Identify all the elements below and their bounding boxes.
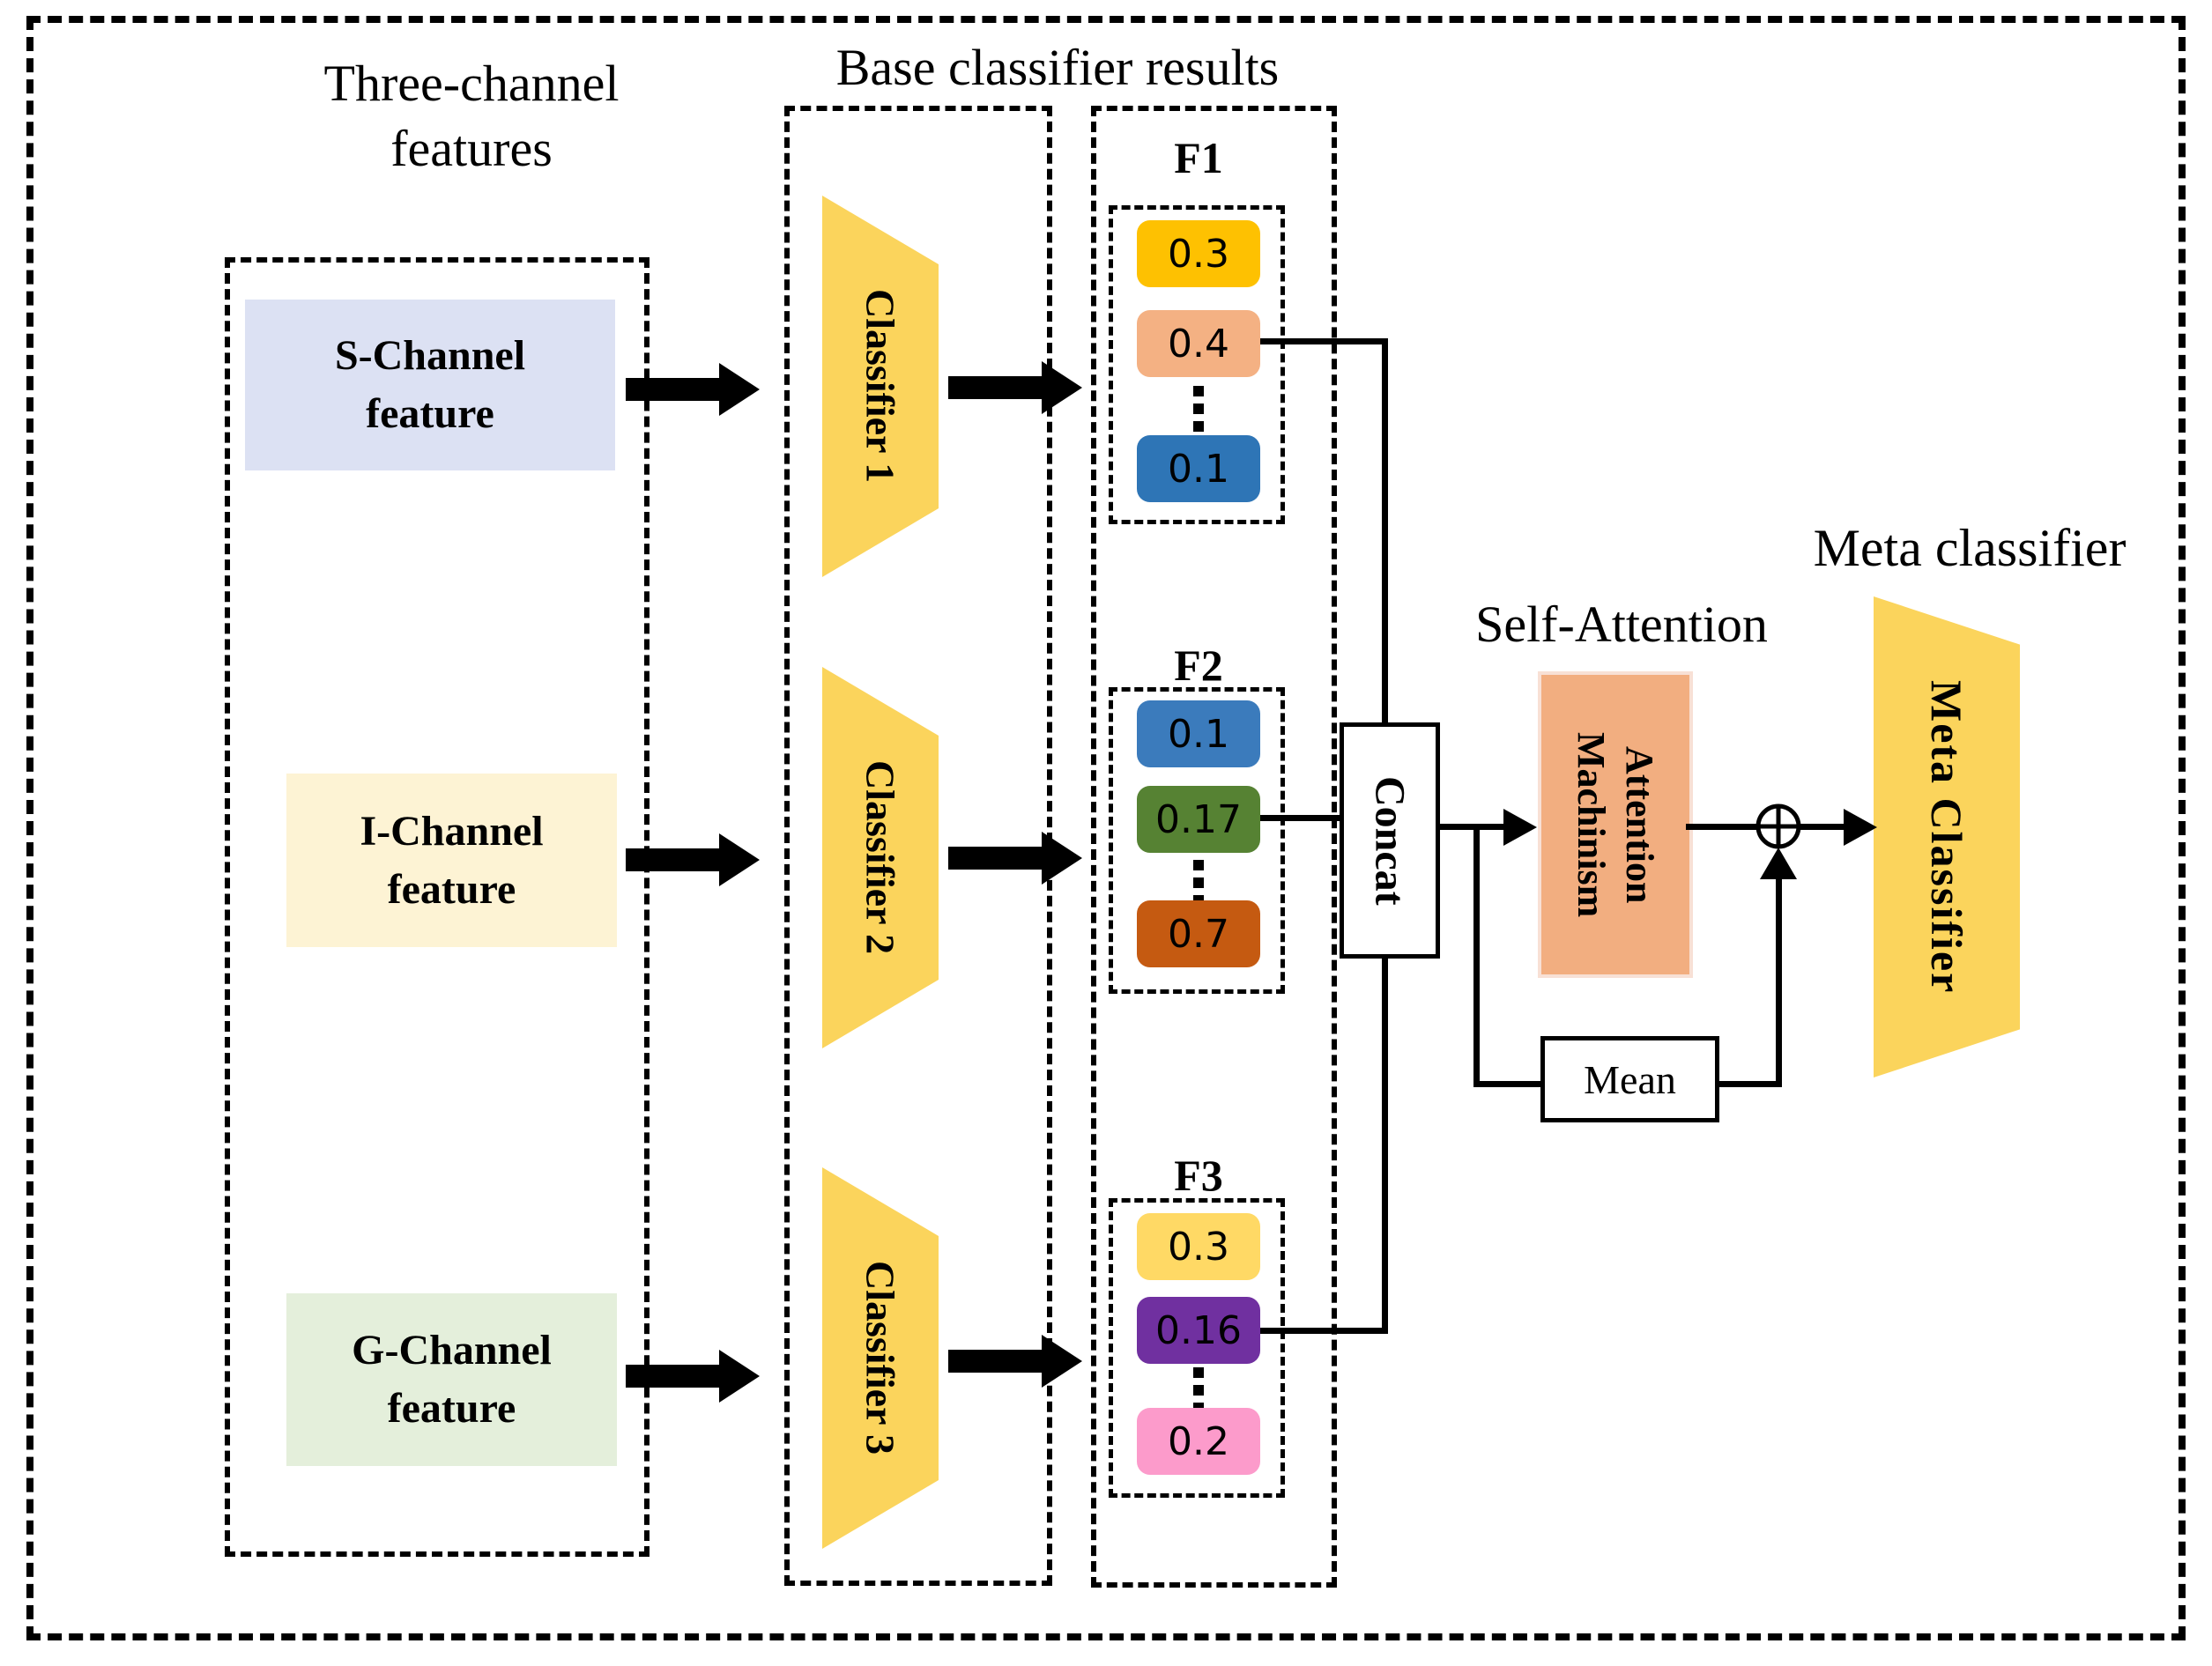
arrow-classifier3-to-f3: [948, 1335, 1082, 1388]
f1-connector-line: [1260, 338, 1388, 344]
attention-label-line1: Attention: [1618, 745, 1661, 904]
meta-classifier-label: Meta Classifier: [1922, 679, 1971, 995]
results-group-box: [1091, 106, 1337, 1588]
f1-value-1: 0.3: [1137, 220, 1260, 287]
f3-value-3: 0.2: [1137, 1408, 1260, 1475]
f2-value-3: 0.7: [1137, 900, 1260, 967]
f2-inner-box: [1109, 687, 1285, 994]
mean-branch-vertical-line: [1473, 826, 1480, 1087]
f3-connector-line: [1260, 1328, 1388, 1334]
s-channel-label-line1: S-Channel: [334, 332, 526, 379]
arrow-head: [1042, 361, 1082, 414]
f2-label: F2: [1174, 640, 1223, 690]
arrow-head: [719, 1350, 760, 1403]
f3-inner-box: [1109, 1198, 1285, 1498]
f2-connector-line: [1260, 815, 1344, 821]
f1-label: F1: [1174, 133, 1223, 182]
mean-input-line: [1473, 1081, 1542, 1087]
classifier2-trapezoid: Classifier 2: [822, 667, 939, 1048]
mean-output-line: [1711, 1081, 1782, 1087]
f3-value-1: 0.3: [1137, 1213, 1260, 1280]
attention-output-line: [1686, 824, 1760, 830]
arrow-s-to-classifier1: [626, 363, 760, 416]
mean-to-plus-vertical-line: [1776, 868, 1782, 1087]
three-channel-title-line2: features: [390, 120, 553, 177]
i-channel-feature-box: I-Channel feature: [286, 774, 617, 947]
meta-classifier-trapezoid: Meta Classifier: [1874, 596, 2020, 1077]
base-results-title: Base classifier results: [835, 39, 1280, 96]
self-attention-title: Self-Attention: [1475, 596, 1768, 653]
classifier2-label: Classifier 2: [857, 760, 903, 955]
plus-input-arrowhead-up: [1760, 848, 1797, 879]
arrow-classifier2-to-f2: [948, 832, 1082, 885]
g-channel-feature-box: G-Channel feature: [286, 1293, 617, 1466]
classifier3-label: Classifier 3: [857, 1261, 903, 1455]
f2-ellipsis: [1193, 860, 1204, 906]
g-channel-label-line1: G-Channel: [352, 1327, 552, 1374]
mean-node: Mean: [1540, 1036, 1719, 1122]
classifier3-trapezoid: Classifier 3: [822, 1167, 939, 1549]
mean-label: Mean: [1584, 1056, 1676, 1102]
concat-output-line: [1431, 824, 1507, 830]
f3-value-2: 0.16: [1137, 1297, 1260, 1364]
concat-node: Concat: [1340, 722, 1440, 959]
meta-input-arrowhead: [1844, 809, 1877, 846]
f1-inner-box: [1109, 205, 1285, 524]
classifier1-label: Classifier 1: [857, 289, 903, 484]
f2-value-2: 0.17: [1137, 786, 1260, 853]
meta-classifier-title: Meta classifier: [1813, 519, 2127, 577]
concat-label: Concat: [1366, 775, 1414, 906]
f1-value-3: 0.1: [1137, 435, 1260, 502]
three-channel-title: Three-channel features: [225, 51, 718, 181]
outer-dashed-frame: [26, 16, 2186, 1640]
circled-plus-icon: [1755, 803, 1801, 849]
s-channel-feature-box: S-Channel feature: [245, 300, 615, 470]
attention-mechanism-box: Machinism Attention: [1538, 671, 1693, 978]
arrow-head: [719, 833, 760, 886]
g-channel-label-line2: feature: [387, 1385, 516, 1432]
plus-output-line: [1799, 824, 1848, 830]
classifier1-trapezoid: Classifier 1: [822, 196, 939, 577]
i-channel-label-line2: feature: [387, 865, 516, 913]
attention-input-arrowhead: [1503, 809, 1537, 846]
f1-value-2: 0.4: [1137, 310, 1260, 377]
f3-label: F3: [1174, 1151, 1223, 1200]
arrow-i-to-classifier2: [626, 833, 760, 886]
i-channel-label-line1: I-Channel: [360, 807, 544, 855]
s-channel-label-line2: feature: [366, 390, 494, 437]
f3-ellipsis: [1193, 1367, 1204, 1413]
arrow-g-to-classifier3: [626, 1350, 760, 1403]
attention-label-line2: Machinism: [1570, 731, 1613, 918]
three-channel-group-box: [225, 257, 649, 1557]
arrow-head: [1042, 1335, 1082, 1388]
arrow-head: [1042, 832, 1082, 885]
f1-ellipsis: [1193, 386, 1204, 432]
arrow-classifier1-to-f1: [948, 361, 1082, 414]
f2-value-1: 0.1: [1137, 700, 1260, 767]
arrow-head: [719, 363, 760, 416]
three-channel-title-line1: Three-channel: [323, 55, 620, 112]
